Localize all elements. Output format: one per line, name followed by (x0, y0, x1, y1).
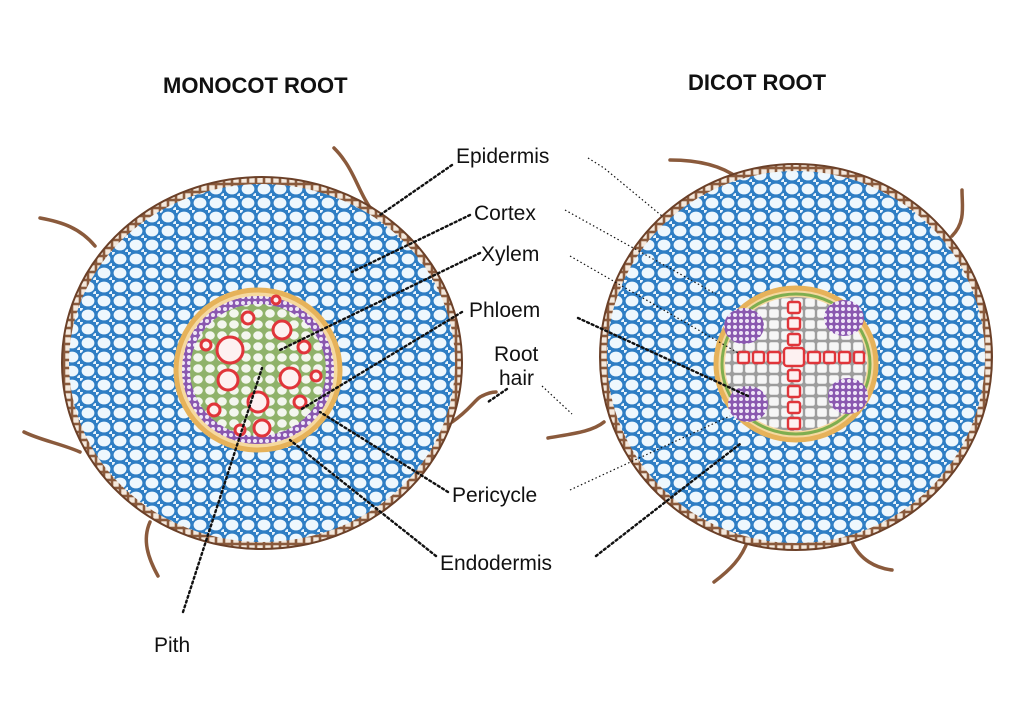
leader-lines (181, 157, 750, 614)
label-phloem: Phloem (469, 299, 540, 322)
label-root-hair-line2: hair (499, 367, 534, 390)
monocot-title: MONOCOT ROOT (163, 73, 348, 98)
monocot-xylem (199, 294, 323, 438)
dicot-title: DICOT ROOT (688, 70, 827, 95)
dicot-phloem (724, 300, 868, 422)
label-pericycle: Pericycle (452, 484, 537, 507)
label-epidermis: Epidermis (456, 145, 549, 168)
dicot-xylem (736, 300, 866, 431)
label-root-hair-line1: Root (494, 343, 539, 366)
monocot-root (22, 146, 498, 578)
dicot-pericycle (720, 292, 872, 436)
label-endodermis: Endodermis (440, 552, 552, 575)
dicot-root (546, 158, 993, 584)
monocot-root-hairs (22, 146, 498, 578)
label-pith: Pith (154, 634, 190, 657)
label-cortex: Cortex (474, 202, 536, 225)
label-xylem: Xylem (481, 243, 539, 266)
